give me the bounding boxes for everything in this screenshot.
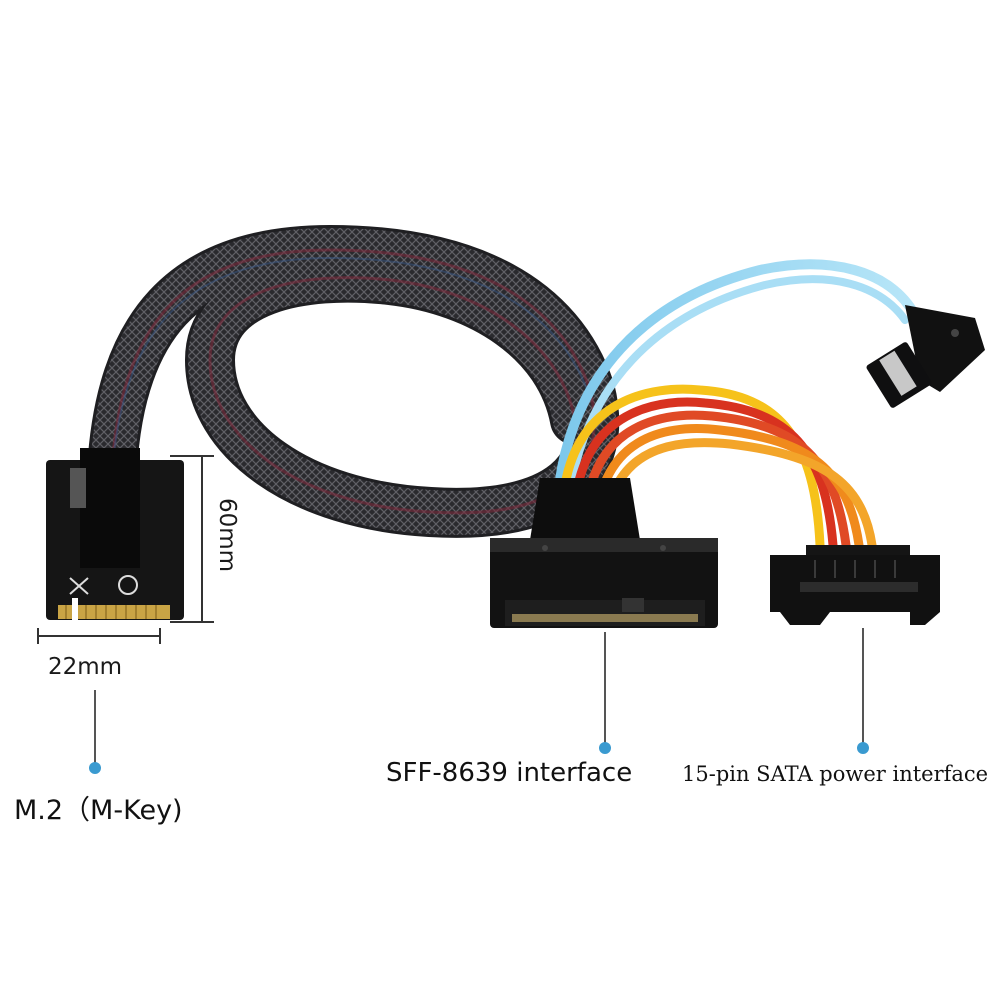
sff-callout-label: SFF-8639 interface	[386, 758, 633, 788]
sata-power-connector	[770, 545, 940, 625]
power-wires	[560, 384, 877, 550]
m2-card	[46, 448, 184, 620]
sata-power-callout-label: 15-pin SATA power interface	[682, 762, 989, 786]
callout-dot-sff	[599, 742, 611, 754]
sata-data-connector	[866, 305, 985, 408]
callout-dot-sata	[857, 742, 869, 754]
length-dimension-label: 60mm	[214, 498, 240, 573]
callout-dot-m2	[89, 762, 101, 774]
sff-8639-connector	[490, 478, 718, 628]
width-dimension-label: 22mm	[48, 654, 123, 680]
callout-leaders	[89, 628, 869, 774]
braided-cable	[87, 224, 620, 538]
m2-callout-label: M.2（M-Key)	[14, 795, 183, 826]
sata-data-cable	[555, 259, 920, 485]
dimension-lines	[37, 455, 214, 644]
